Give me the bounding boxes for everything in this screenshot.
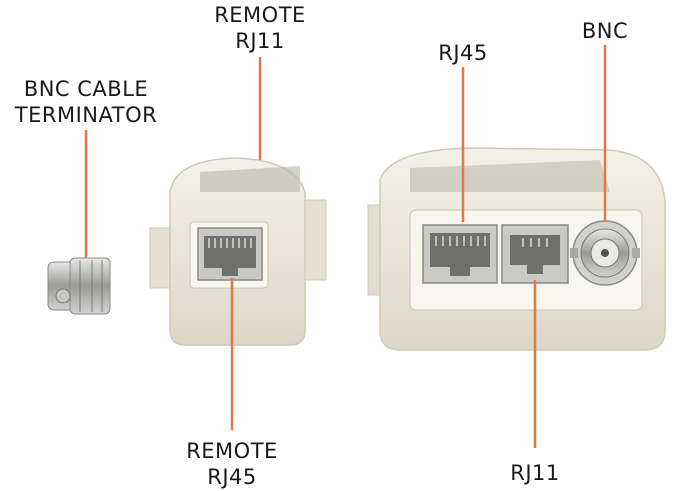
label-bnc: BNC	[581, 19, 629, 43]
bnc-terminator	[47, 257, 111, 315]
label-rj11: RJ11	[510, 461, 560, 485]
label-remote-rj11: REMOTE RJ11	[214, 3, 306, 53]
remote-unit	[149, 157, 327, 346]
label-bnc-terminator: BNC CABLE TERMINATOR	[14, 77, 158, 127]
label-rj45: RJ45	[438, 41, 488, 65]
leader-lines	[84, 45, 607, 448]
label-remote-rj45: REMOTE RJ45	[186, 439, 278, 489]
main-unit	[367, 147, 666, 351]
